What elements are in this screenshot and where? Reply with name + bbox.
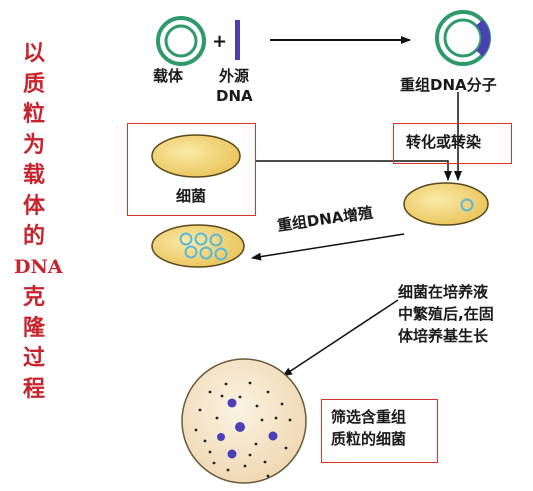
label-culture-line: 体培养基生长	[398, 327, 489, 345]
side-title-char: 体	[22, 192, 45, 219]
colony-recombinant	[235, 422, 245, 432]
plus-sign: +	[212, 31, 227, 52]
arrow-replication	[251, 233, 405, 261]
foreign-dna-fragment	[235, 20, 240, 60]
label-culture: 细菌在培养液 中繁殖后,在固 体培养基生长	[398, 281, 494, 347]
side-title-char: 以	[22, 40, 45, 66]
recombinant-plasmid	[435, 10, 491, 66]
bacterium-replicated	[151, 224, 245, 268]
colony-recombinant	[227, 449, 237, 459]
label-screen: 筛选含重组 质粒的细菌	[331, 406, 406, 450]
side-title-char: 程	[22, 375, 45, 402]
label-foreign-dna-line2: DNA	[216, 87, 253, 105]
side-title-char: 载	[22, 162, 45, 188]
colony-recombinant	[268, 431, 278, 441]
label-culture-line: 中繁殖后,在固	[398, 305, 494, 323]
label-vector: 载体	[153, 67, 184, 85]
side-title-char: 的	[22, 223, 45, 249]
transform-box	[393, 123, 512, 164]
side-title-char: 克	[22, 284, 45, 310]
arrow-bacteria-to-transformed	[256, 160, 452, 181]
arrow-culture	[282, 299, 399, 377]
label-screen-line: 筛选含重组	[331, 408, 407, 426]
side-title-char: 隆	[22, 314, 45, 341]
label-transform: 转化或转染	[406, 133, 482, 151]
label-foreign-dna-line1: 外源	[219, 67, 250, 85]
bacteria-box	[127, 123, 256, 216]
side-title: 以 质 粒 为 载 体 的 DNA 克 隆 过 程	[14, 38, 63, 404]
vector-plasmid	[156, 16, 206, 66]
petri-dish	[181, 358, 307, 484]
colony-recombinant	[217, 433, 225, 441]
screen-box	[321, 399, 438, 463]
label-recombinant: 重组DNA分子	[400, 76, 497, 94]
label-screen-line: 质粒的细菌	[331, 430, 407, 448]
bacterium-transformed	[403, 182, 489, 226]
side-title-char: 粒	[22, 101, 45, 127]
side-title-char: 过	[22, 345, 45, 371]
side-title-char: 为	[22, 131, 45, 158]
side-title-char: 质	[22, 70, 45, 97]
label-culture-line: 细菌在培养液	[398, 283, 489, 301]
bacterium-host	[151, 134, 241, 178]
side-title-char: DNA	[14, 255, 63, 278]
label-bacteria: 细菌	[176, 187, 207, 205]
colony-recombinant	[227, 398, 237, 408]
